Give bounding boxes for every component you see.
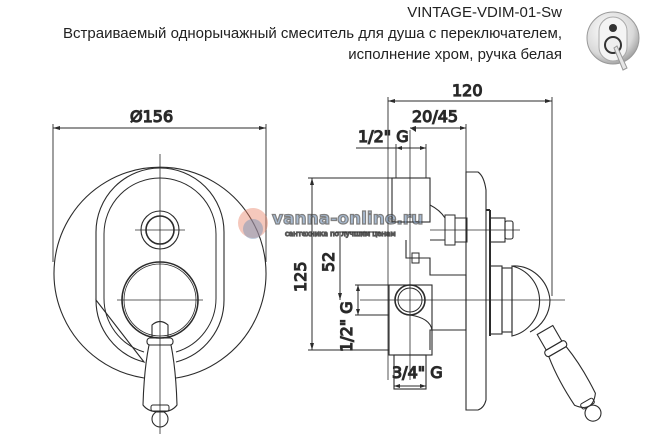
- product-photo-icon: [586, 11, 640, 71]
- height-125-label: 125: [291, 261, 310, 292]
- description-line-1: Встраиваемый однорычажный смеситель для …: [63, 25, 562, 42]
- adjust-range-label: 20/45: [412, 107, 458, 126]
- front-view: Ø156: [52, 106, 267, 434]
- diameter-label: Ø156: [130, 107, 173, 126]
- description-line-2: исполнение хром, ручка белая: [348, 46, 562, 63]
- watermark: vanna-online.ru сантехника по лучшим цен…: [238, 208, 424, 239]
- depth-120-label: 120: [452, 81, 483, 100]
- model-code: VINTAGE-VDIM-01-Sw: [407, 4, 562, 21]
- watermark-brand: vanna-online.ru: [272, 209, 423, 229]
- side-view: 120 20/45 1/2" G: [290, 80, 602, 422]
- top-outlet-label: 1/2" G: [358, 127, 409, 146]
- side-outlet-label: 1/2" G: [337, 301, 356, 352]
- bottom-inlet-label: 3/4" G: [392, 363, 443, 382]
- height-52-label: 52: [319, 252, 338, 272]
- title-block: VINTAGE-VDIM-01-Sw Встраиваемый однорыча…: [63, 2, 562, 65]
- watermark-tagline: сантехника по лучшим ценам: [285, 230, 396, 238]
